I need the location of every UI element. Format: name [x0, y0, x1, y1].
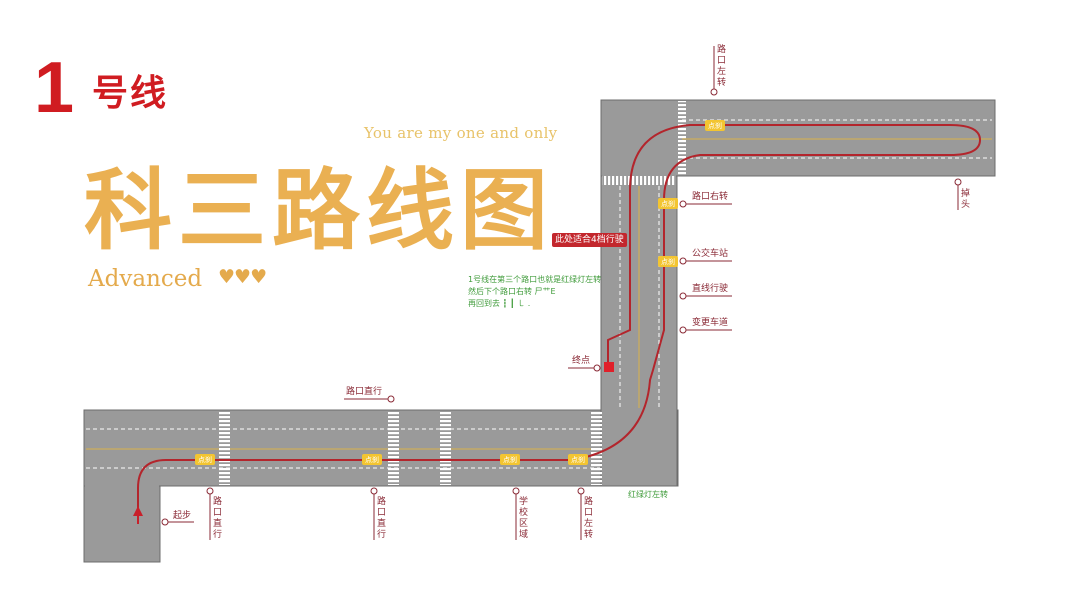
page-title: 科三路线图 — [84, 158, 555, 262]
end-marker-icon — [604, 362, 614, 372]
brake-badge: 点刹 — [365, 456, 379, 464]
top-road — [600, 99, 996, 177]
lane-markings — [86, 119, 992, 469]
label-straight-2: 路口直行 — [377, 497, 387, 540]
route-note: 1号线在第三个路口也就是红绿灯左转 然后下个路口右转 尸艹E 再回到去 ┇ ┃ … — [468, 274, 608, 310]
route-line — [137, 124, 982, 518]
line-number: 1 — [34, 48, 75, 128]
brake-badge: 点刹 — [198, 456, 212, 464]
note-line: 然后下个路口右转 尸艹E — [468, 287, 556, 296]
label-left-turn-bottom: 路口左转 — [584, 497, 594, 540]
subtitle: Advanced — [88, 266, 203, 292]
label-straight-1: 路口直行 — [213, 497, 223, 540]
brake-badge: 点刹 — [708, 122, 722, 130]
center-lines — [86, 138, 992, 450]
label-bus-stop: 公交车站 — [692, 249, 729, 259]
label-straight-top: 路口直行 — [346, 387, 383, 397]
brake-badge: 点刹 — [571, 456, 585, 464]
brake-badge: 点刹 — [661, 258, 675, 266]
traffic-light-note: 红绿灯左转 — [628, 490, 668, 499]
start-road — [83, 485, 161, 563]
leader-lines — [161, 46, 962, 540]
label-end: 终点 — [572, 356, 591, 366]
line-label: 号线 — [92, 73, 169, 114]
note-line: 再回到去 ┇ ┃ ㇄ . — [468, 299, 531, 308]
label-right-turn: 路口右转 — [692, 192, 729, 202]
gear-tip-badge: 此处适合4档行驶 — [552, 233, 627, 247]
label-u-turn: 掉头 — [961, 189, 971, 210]
label-school-zone: 学校区域 — [519, 497, 529, 540]
brake-badges — [195, 120, 725, 465]
start-arrow-icon — [133, 506, 143, 516]
label-lane-change: 变更车道 — [692, 318, 729, 328]
roads — [83, 99, 996, 563]
label-left-turn-top: 路口左转 — [717, 45, 727, 88]
brake-badge: 点刹 — [661, 200, 675, 208]
brake-badge: 点刹 — [503, 456, 517, 464]
crosswalks — [219, 101, 686, 485]
label-start: 起步 — [173, 511, 192, 521]
heart-icon: ♥♥♥ — [218, 266, 267, 288]
bottom-road — [83, 409, 679, 487]
tagline: You are my one and only — [364, 124, 558, 142]
note-line: 1号线在第三个路口也就是红绿灯左转 — [468, 275, 602, 284]
label-straight-drive: 直线行驶 — [692, 284, 729, 294]
